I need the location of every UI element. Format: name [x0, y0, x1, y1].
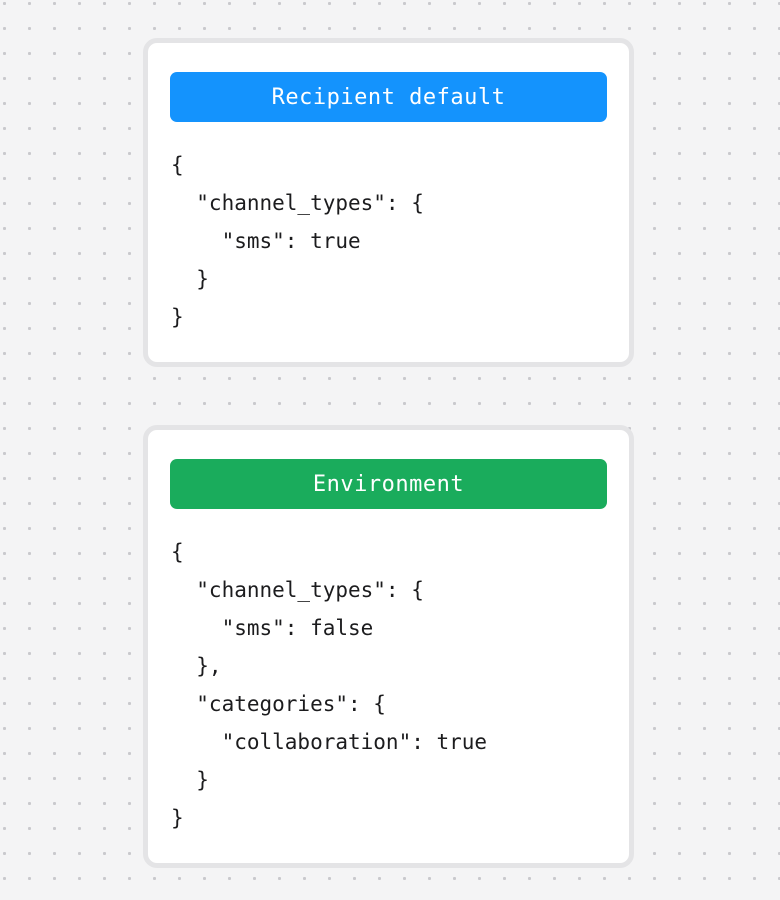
card-recipient-default-inner: Recipient default { "channel_types": { "…: [148, 43, 629, 362]
card-environment-code: { "channel_types": { "sms": false }, "ca…: [171, 540, 488, 830]
card-environment[interactable]: Environment { "channel_types": { "sms": …: [143, 425, 634, 868]
card-recipient-default-code: { "channel_types": { "sms": true } }: [171, 153, 424, 329]
card-environment-inner: Environment { "channel_types": { "sms": …: [148, 430, 629, 863]
card-recipient-default[interactable]: Recipient default { "channel_types": { "…: [143, 38, 634, 367]
card-recipient-default-header: Recipient default: [170, 72, 607, 122]
card-recipient-default-title: Recipient default: [271, 84, 506, 110]
card-environment-title: Environment: [312, 471, 465, 497]
card-environment-header: Environment: [170, 459, 607, 509]
